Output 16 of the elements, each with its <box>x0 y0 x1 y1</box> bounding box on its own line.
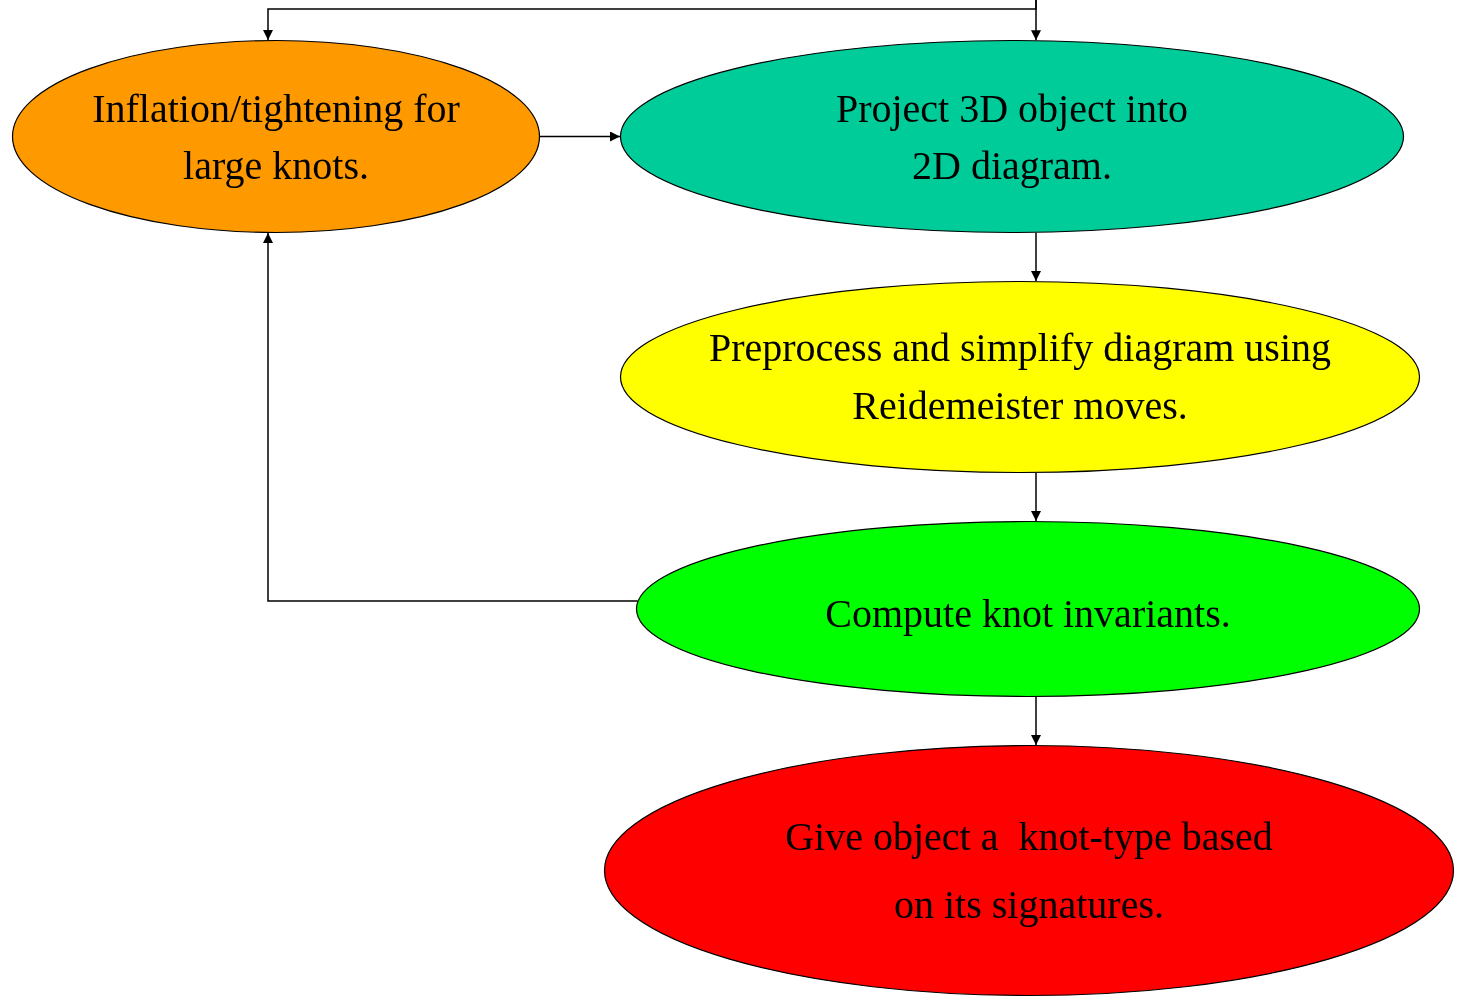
process-ellipse <box>12 40 540 233</box>
node-label: Compute knot invariants. <box>824 589 1232 638</box>
arrow <box>1031 0 1041 41</box>
arrow <box>1031 696 1041 746</box>
node-label: Project 3D object into 2D diagram. <box>834 84 1190 190</box>
process-ellipse <box>620 281 1420 473</box>
arrow <box>539 131 621 142</box>
arrow <box>1031 232 1041 282</box>
process-ellipse <box>636 521 1420 697</box>
node-label: Preprocess and simplify diagram using Reidemeister moves. <box>707 324 1333 430</box>
arrow <box>1031 472 1041 522</box>
node-label: Give object a knot-type based on its signatures. <box>784 812 1274 929</box>
node-label: Inflation/tightening for large knots. <box>91 84 461 190</box>
process-ellipse <box>604 745 1454 996</box>
arrow <box>263 232 639 602</box>
process-ellipse <box>620 40 1404 233</box>
